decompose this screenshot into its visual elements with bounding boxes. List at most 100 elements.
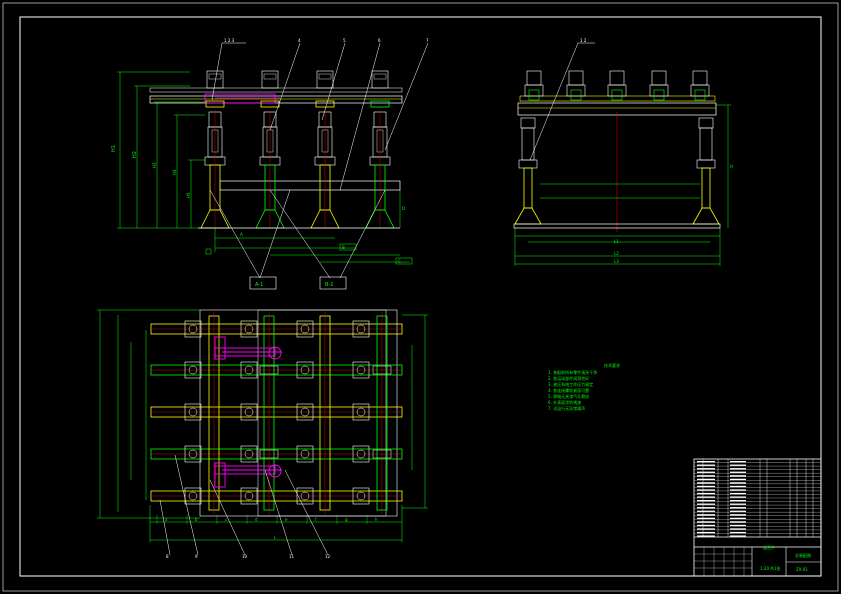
side-dim-l2: L2 — [614, 251, 619, 256]
front-dim-h5: H5 — [186, 192, 191, 198]
node-square — [184, 487, 202, 505]
plan-node — [240, 403, 258, 421]
parts-text-mark — [697, 503, 715, 505]
node-circle — [244, 449, 254, 459]
notes-line-2: 2. 各运动部件润滑良好 — [548, 375, 589, 381]
parts-text-mark — [730, 531, 746, 534]
front-leader-5: 5 — [343, 38, 346, 43]
node-circle — [244, 407, 254, 417]
mount-plate — [205, 100, 225, 108]
motor-cap — [263, 73, 277, 80]
parts-text-mark — [730, 489, 746, 491]
leg-tube — [699, 127, 713, 161]
parts-text-mark — [697, 464, 715, 466]
side-leg — [514, 117, 542, 225]
parts-text-mark — [697, 524, 715, 527]
plan-node — [352, 320, 370, 338]
node-square — [296, 403, 314, 421]
parts-text-mark — [697, 471, 715, 473]
inner-border — [19, 16, 822, 577]
node-circle — [356, 491, 366, 501]
motor-housing — [609, 70, 625, 86]
tb-scale: 1:20 — [760, 566, 769, 571]
node-circle — [356, 449, 366, 459]
motor-flange — [570, 89, 582, 101]
node-square — [240, 445, 258, 463]
plan-node — [184, 320, 202, 338]
front-dim-h1: H1 — [111, 145, 117, 152]
motor-housing — [568, 70, 584, 86]
side-motor — [607, 70, 627, 101]
parts-text-mark — [730, 503, 746, 505]
parts-text-mark — [730, 468, 746, 470]
parts-text-mark — [697, 478, 715, 481]
motor-flange — [611, 89, 623, 101]
parts-text-mark — [730, 464, 746, 466]
plan-dim-label: d — [255, 517, 258, 522]
plan-node — [184, 361, 202, 379]
node-circle — [188, 365, 198, 375]
front-dim-h2: H2 — [132, 151, 138, 158]
parts-text-mark — [730, 478, 746, 481]
mount-plate — [260, 100, 280, 108]
front-column — [365, 70, 395, 229]
notes-line-3: 3. 液压系统工作压力调定 — [548, 381, 593, 387]
side-view: L1 L2 L3 H 1 2 — [513, 38, 733, 266]
side-dim-l1: L1 — [614, 239, 619, 244]
front-leader-4: 4 — [298, 38, 301, 43]
parts-text-mark — [697, 514, 715, 516]
leg-head — [698, 117, 714, 129]
front-dim-h3: H3 — [152, 162, 157, 168]
side-leader-12: 1 2 — [580, 38, 587, 43]
tb-sheet: 共1张 — [770, 565, 781, 571]
motor-housing — [261, 70, 279, 89]
title-block: 总装配图 ZX-01 组合件 1:20 共1张 — [693, 458, 822, 577]
parts-text-mark — [697, 528, 715, 530]
node-circle — [356, 407, 366, 417]
plan-node — [352, 487, 370, 505]
side-motor — [649, 70, 669, 101]
motor-flange — [653, 89, 665, 101]
notes-title: 技术要求 — [604, 362, 620, 368]
node-square — [352, 361, 370, 379]
leg-collar — [696, 159, 716, 169]
front-leader-123: 1 2 3 — [224, 38, 235, 43]
node-circle — [188, 407, 198, 417]
node-square — [296, 320, 314, 338]
node-circle — [244, 324, 254, 334]
front-dim-d: D — [402, 206, 405, 211]
node-circle — [244, 365, 254, 375]
front-ref-a1: A-1 — [255, 282, 263, 288]
clamp-block — [372, 449, 392, 459]
front-dim-c: C — [398, 259, 401, 264]
motor-base — [649, 84, 669, 97]
node-square — [184, 403, 202, 421]
leg-foot — [514, 207, 542, 225]
parts-text-mark — [730, 510, 746, 512]
front-ref-b1: B-1 — [325, 282, 333, 288]
front-column — [310, 70, 340, 229]
node-square — [296, 361, 314, 379]
node-square — [352, 445, 370, 463]
mount-plate — [370, 100, 390, 108]
parts-text-mark — [697, 535, 715, 537]
plan-dim-label: a — [165, 517, 168, 522]
parts-text-mark — [730, 521, 746, 523]
plan-dim-label: b — [195, 517, 198, 522]
plan-dim-label: f — [315, 517, 317, 522]
node-square — [240, 403, 258, 421]
plan-node — [296, 403, 314, 421]
notes-line-7: 7. 试运行无异常噪声 — [548, 405, 585, 411]
motor-base — [607, 84, 627, 97]
front-dim-a: A — [240, 232, 243, 237]
parts-text-mark — [697, 461, 715, 463]
leg-foot — [692, 207, 720, 225]
motor-housing — [692, 70, 708, 86]
parts-text-mark — [730, 461, 746, 463]
leg-lower — [701, 167, 711, 209]
leg-lower — [523, 167, 533, 209]
motor-housing — [371, 70, 389, 89]
plan-node — [240, 320, 258, 338]
side-motor — [566, 70, 586, 101]
